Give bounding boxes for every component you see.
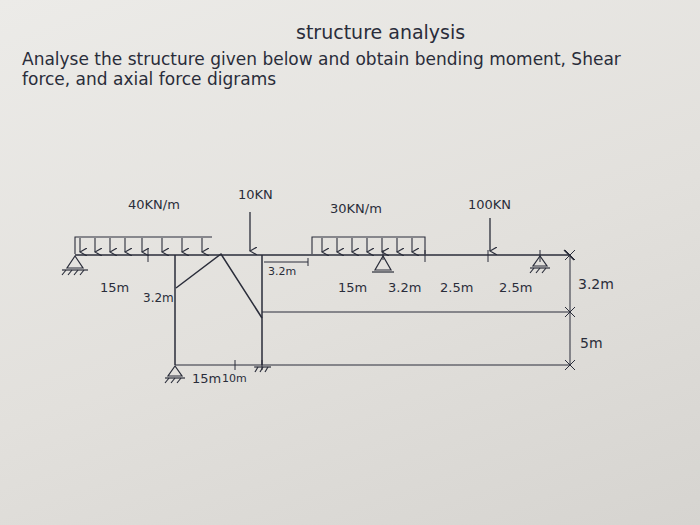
distributed-load xyxy=(336,238,337,252)
page-title: structure analysis xyxy=(296,22,465,44)
dimension-label: 15m xyxy=(338,281,367,296)
distributed-load xyxy=(94,238,95,252)
dimension-line xyxy=(262,312,570,313)
dimension-line xyxy=(570,255,571,366)
dimension-label: 3.2m xyxy=(578,276,614,292)
support-symbol xyxy=(80,270,84,275)
load-label: 10KN xyxy=(238,188,273,203)
dimension-label: 3.2m xyxy=(268,266,296,279)
distributed-load xyxy=(351,238,352,252)
dimension-label: 3.2m xyxy=(388,281,421,296)
dimension-line xyxy=(488,250,489,262)
support-symbol xyxy=(62,270,66,275)
distributed-load xyxy=(79,238,80,252)
dimension-label: 15m xyxy=(192,372,221,387)
support-symbol xyxy=(171,378,175,383)
dimension-line xyxy=(148,249,149,262)
dimension-label: 10m xyxy=(222,373,247,386)
support-symbol xyxy=(564,250,574,260)
dimension-line xyxy=(565,250,575,260)
frame-member xyxy=(176,254,262,318)
dimension-label: 3.2m xyxy=(143,292,174,306)
dimension-line xyxy=(565,307,575,317)
distributed-load xyxy=(201,238,202,252)
point-load xyxy=(249,212,250,251)
problem-statement: Analyse the structure given below and ob… xyxy=(22,50,662,89)
support-symbol xyxy=(533,256,547,266)
dimension-line xyxy=(235,360,236,370)
distributed-load xyxy=(109,238,110,252)
load-label: 100KN xyxy=(468,198,511,213)
support-symbol xyxy=(542,268,546,273)
support-symbol xyxy=(74,270,78,275)
distributed-load xyxy=(124,238,125,252)
dimension-line xyxy=(565,307,575,317)
distributed-load xyxy=(411,238,412,252)
load-label: 40KN/m xyxy=(128,198,180,213)
dimension-line xyxy=(565,360,575,370)
dimension-label: 15m xyxy=(100,281,129,296)
support-symbol xyxy=(165,378,169,383)
support-symbol xyxy=(67,256,83,268)
point-load xyxy=(489,218,490,251)
support-symbol xyxy=(177,378,181,383)
dimension-line xyxy=(264,262,308,263)
support-symbol xyxy=(260,367,263,372)
frame-member xyxy=(75,254,570,256)
dimension-line xyxy=(565,360,575,370)
dimension-line xyxy=(175,365,570,366)
support-symbol xyxy=(68,270,72,275)
dimension-label: 2.5m xyxy=(499,281,532,296)
dimension-line xyxy=(308,258,309,266)
support-symbol xyxy=(372,271,394,272)
support-symbol xyxy=(265,367,268,372)
support-symbol xyxy=(255,367,258,372)
distributed-load xyxy=(396,238,397,252)
support-symbol xyxy=(530,268,534,273)
dimension-label: 5m xyxy=(580,335,603,351)
distributed-load xyxy=(75,237,212,254)
frame-member xyxy=(174,255,176,365)
point-load xyxy=(250,212,490,251)
support-symbol xyxy=(375,256,391,270)
support-symbol xyxy=(536,268,540,273)
support-symbol xyxy=(62,250,574,383)
support-symbol xyxy=(168,366,182,376)
dimension-line xyxy=(565,250,575,260)
distributed-load xyxy=(181,238,182,252)
distributed-load xyxy=(321,238,322,252)
distributed-load xyxy=(312,237,425,254)
dimension-line xyxy=(148,249,575,370)
distributed-load xyxy=(161,238,162,252)
distributed-load xyxy=(366,238,367,252)
frame-member xyxy=(75,254,570,365)
distributed-load xyxy=(381,238,382,252)
frame-member xyxy=(261,255,263,365)
load-label: 30KN/m xyxy=(330,202,382,217)
dimension-label: 2.5m xyxy=(440,281,473,296)
distributed-load xyxy=(141,238,142,252)
